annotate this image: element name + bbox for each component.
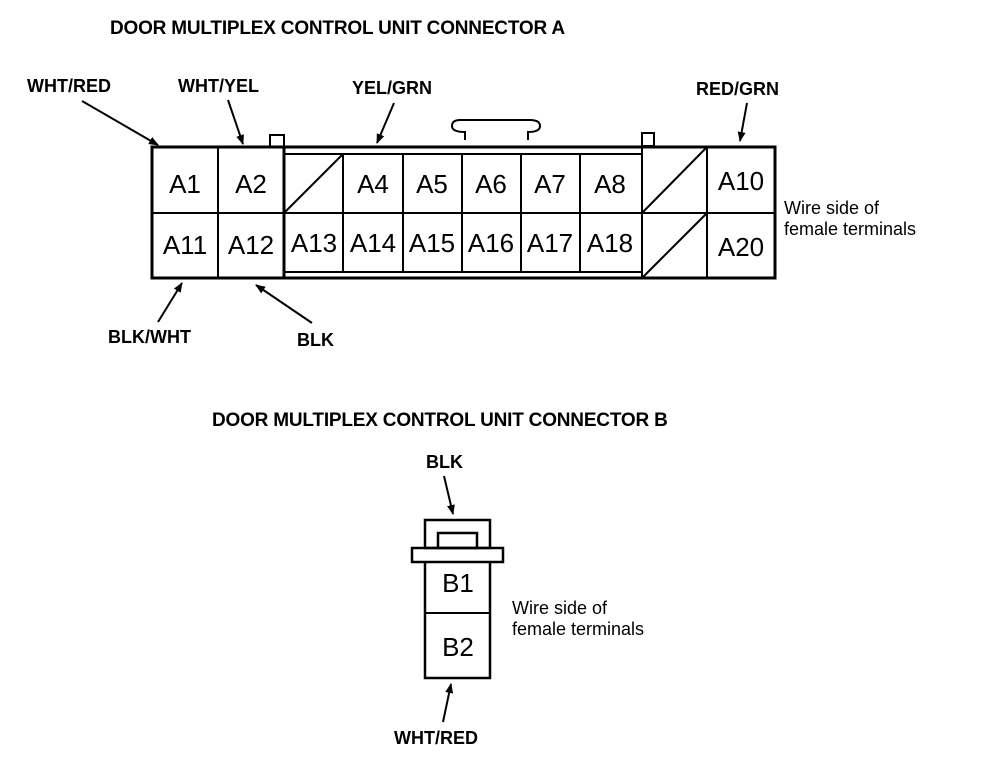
wire-label-a2: WHT/YEL [178, 76, 259, 96]
wire-label-b1: BLK [426, 452, 463, 472]
connector-a-arrows [81, 99, 748, 324]
pin-b2: B2 [442, 632, 474, 662]
unused-cavity-a9 [641, 146, 708, 214]
wire-label-a12: BLK [297, 330, 334, 350]
pin-a11: A11 [163, 230, 207, 260]
pin-a8: A8 [594, 169, 626, 199]
connector-a [150, 119, 777, 280]
unused-cavity-a19 [641, 212, 708, 279]
connector-b-pins: B1 B2 [442, 568, 474, 662]
arrow-b1 [443, 475, 455, 515]
connector-a-key-left [269, 134, 285, 148]
connector-a-note-line1: Wire side of [784, 198, 880, 218]
connector-a-note-line2: female terminals [784, 219, 917, 239]
pin-a1: A1 [169, 169, 201, 199]
connector-a-note: Wire side of female terminals [784, 198, 916, 240]
pin-b1: B1 [442, 568, 474, 598]
arrow-a10 [737, 102, 748, 142]
pin-a16: A16 [468, 228, 514, 258]
connector-b-title: DOOR MULTIPLEX CONTROL UNIT CONNECTOR B [212, 410, 668, 431]
arrow-a2 [227, 99, 244, 145]
arrow-a4 [376, 102, 395, 144]
pin-a13: A13 [291, 228, 337, 258]
arrow-a1 [81, 100, 159, 146]
pin-a17: A17 [527, 228, 573, 258]
connector-b-note-line2: female terminals [512, 619, 645, 639]
connector-b-flange [410, 546, 505, 564]
connector-b-body [423, 562, 492, 680]
pin-a18: A18 [587, 228, 633, 258]
pin-a6: A6 [475, 169, 507, 199]
arrow-a12 [255, 284, 313, 324]
connector-a-pins: A1 A2 A4 A5 A6 A7 A8 A10 A11 A12 A13 A14… [163, 166, 764, 262]
pin-a4: A4 [357, 169, 389, 199]
pin-a15: A15 [409, 228, 455, 258]
pin-a2: A2 [235, 169, 267, 199]
connector-b-arrows [442, 475, 455, 723]
connector-b-latch [436, 531, 479, 550]
arrow-a11 [157, 282, 183, 323]
connector-b-note-line1: Wire side of [512, 598, 608, 618]
pin-a10: A10 [718, 166, 764, 196]
pin-a5: A5 [416, 169, 448, 199]
connector-a-key-right [641, 132, 655, 147]
wire-label-a10: RED/GRN [696, 79, 780, 99]
pin-a12: A12 [228, 230, 274, 260]
connector-b-note: Wire side of female terminals [512, 598, 644, 640]
pin-a20: A20 [718, 232, 764, 262]
wire-label-b2: WHT/RED [394, 728, 478, 748]
pin-a14: A14 [350, 228, 396, 258]
unused-cavity-a3 [283, 153, 344, 214]
wire-label-a1: WHT/RED [27, 76, 111, 96]
wire-label-a4: YEL/GRN [352, 78, 433, 98]
wire-label-a11: BLK/WHT [108, 327, 191, 347]
connector-b [410, 518, 505, 680]
connector-a-lock-tab [450, 119, 542, 140]
connector-a-title: DOOR MULTIPLEX CONTROL UNIT CONNECTOR A [110, 18, 565, 39]
arrow-b2 [442, 683, 454, 723]
pin-a7: A7 [534, 169, 566, 199]
